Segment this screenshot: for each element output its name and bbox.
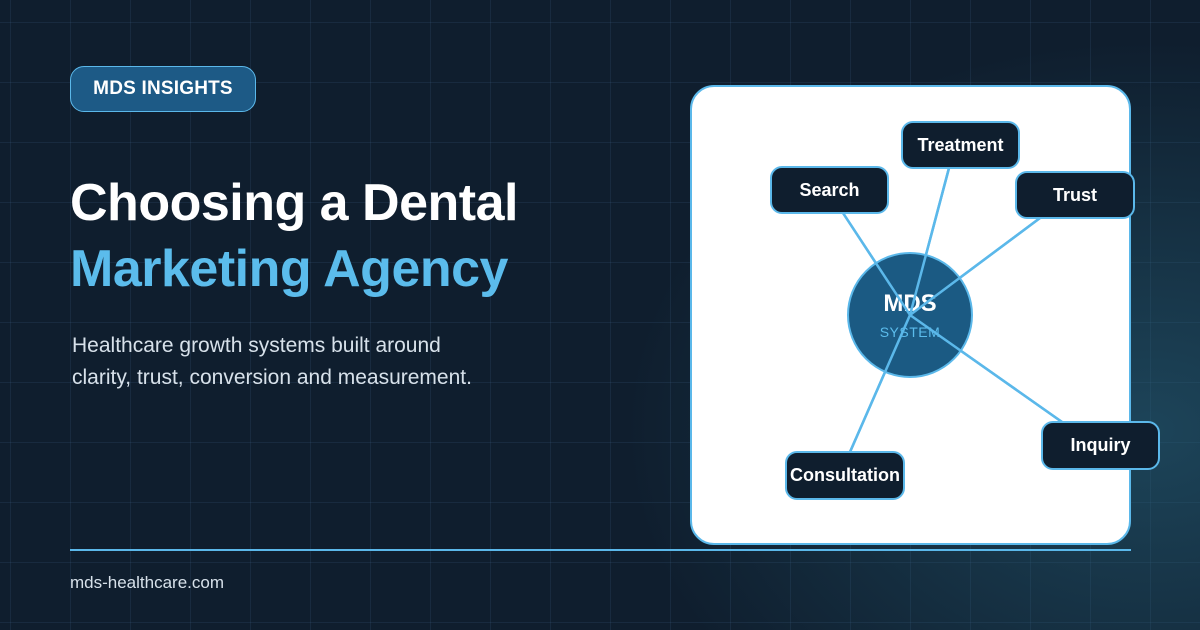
- node-treatment: Treatment: [901, 121, 1020, 169]
- node-treatment-label: Treatment: [917, 134, 1004, 155]
- node-consultation: Consultation: [785, 451, 905, 500]
- subtitle-line-1: Healthcare growth systems built around: [72, 334, 441, 357]
- node-inquiry-label: Inquiry: [1070, 435, 1131, 455]
- footer-divider: [70, 549, 1131, 551]
- edge-overlay-search: [841, 212, 912, 316]
- subtitle-line-2: clarity, trust, conversion and measureme…: [72, 366, 472, 389]
- edge-overlay-consultation: [848, 314, 912, 453]
- node-trust: Trust: [1015, 171, 1135, 219]
- subtitle: Healthcare growth systems built around c…: [72, 330, 532, 394]
- page-title: Choosing a Dental Marketing Agency: [70, 170, 518, 302]
- edge-overlay-treatment: [908, 167, 951, 316]
- footer-url: mds-healthcare.com: [70, 573, 225, 592]
- node-consultation-label: Consultation: [790, 465, 900, 485]
- edge-overlay-inquiry: [909, 313, 1063, 424]
- title-line-2: Marketing Agency: [70, 240, 508, 298]
- title-line-1: Choosing a Dental: [70, 174, 518, 232]
- node-trust-label: Trust: [1052, 184, 1097, 205]
- node-search: Search: [770, 166, 889, 214]
- edge-overlay-trust: [909, 216, 1041, 317]
- node-inquiry: Inquiry: [1041, 421, 1160, 470]
- node-search-label: Search: [799, 179, 860, 200]
- hub-subtitle: SYSTEM: [879, 324, 941, 340]
- insights-badge: MDS INSIGHTS: [70, 66, 256, 112]
